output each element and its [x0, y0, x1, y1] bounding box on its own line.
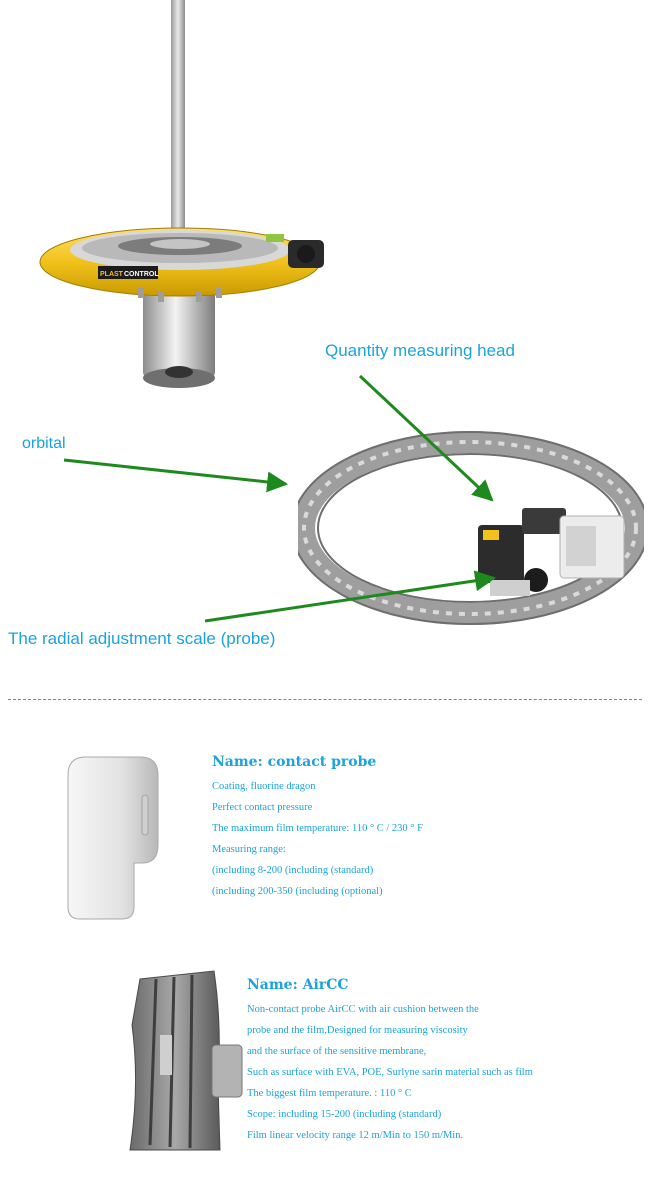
spec-line: Non-contact probe AirCC with air cushion… — [247, 1004, 479, 1015]
contact-probe-image — [67, 756, 159, 920]
aircc-probe-image — [129, 970, 243, 1151]
aircc-spec: Name: AirCC Non-contact probe AirCC with… — [247, 977, 533, 1146]
scanner-ring-illustration: PLAST CONTROL — [39, 0, 324, 388]
spec-line: Film linear velocity range 12 m/Min to 1… — [247, 1130, 464, 1141]
callout-arrows — [63, 374, 497, 623]
arrow-orbital — [63, 458, 289, 493]
orbital-track-illustration — [298, 431, 644, 625]
callout-measuring-head: Quantity measuring head — [325, 341, 515, 360]
spec-line: Measuring range: — [212, 844, 286, 855]
spec-line: (including 8-200 (including (standard) — [212, 865, 374, 876]
spec-line: Coating, fluorine dragon — [212, 781, 316, 792]
spec-line: The biggest film temperature. : 110 ° C — [247, 1088, 412, 1099]
arrow-measuring-head — [358, 374, 494, 502]
logo-text-left: PLAST — [100, 271, 124, 278]
spec-line: Scope: including 15-200 (including (stan… — [247, 1109, 442, 1120]
contact-probe-title: Name: contact probe — [212, 754, 377, 770]
arrow-radial-scale — [204, 570, 497, 623]
contact-probe-spec: Name: contact probe Coating, fluorine dr… — [212, 754, 423, 902]
spec-line: The maximum film temperature: 110 ° C / … — [212, 823, 423, 834]
spec-line: and the surface of the sensitive membran… — [247, 1046, 427, 1057]
spec-line: Perfect contact pressure — [212, 802, 313, 813]
section-divider — [8, 699, 642, 700]
spec-line: Such as surface with EVA, POE, Surlyne s… — [247, 1067, 533, 1078]
callout-radial-scale: The radial adjustment scale (probe) — [8, 629, 276, 648]
spec-line: probe and the film,Designed for measurin… — [247, 1025, 468, 1036]
spec-line: (including 200-350 (including (optional) — [212, 886, 383, 897]
aircc-title: Name: AirCC — [247, 977, 349, 993]
callout-orbital: orbital — [22, 435, 66, 452]
logo-text-right: CONTROL — [124, 271, 159, 278]
